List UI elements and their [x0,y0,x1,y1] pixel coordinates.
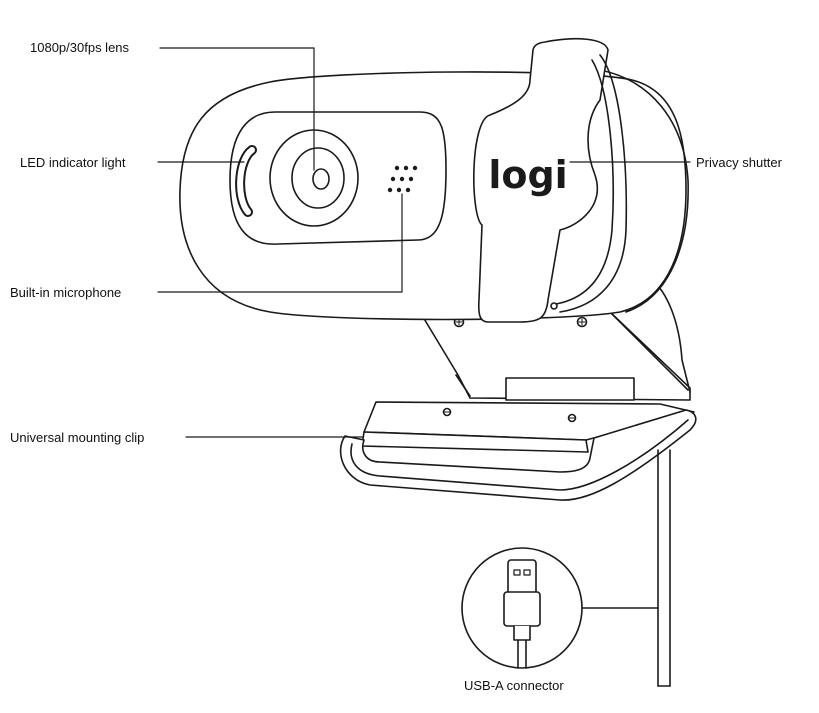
hinge-arm [419,271,691,401]
privacy-shutter [473,37,628,323]
usb-cable [657,449,671,687]
mounting-clip [339,401,697,501]
leader-lines [157,47,691,438]
leader-mic [157,193,403,293]
label-privacy-shutter: Privacy shutter [696,155,782,170]
usb-connector-inset [461,547,659,669]
label-usb-connector: USB-A connector [464,678,564,693]
label-mounting-clip: Universal mounting clip [10,430,145,445]
logo-text: logi [488,153,567,197]
lens [269,129,359,227]
label-led-indicator: LED indicator light [20,155,126,170]
leader-lens [159,47,315,171]
label-microphone: Built-in microphone [10,285,122,300]
label-lens: 1080p/30fps lens [30,40,130,55]
microphone-grille [387,165,418,193]
led-indicator-light [235,145,257,217]
